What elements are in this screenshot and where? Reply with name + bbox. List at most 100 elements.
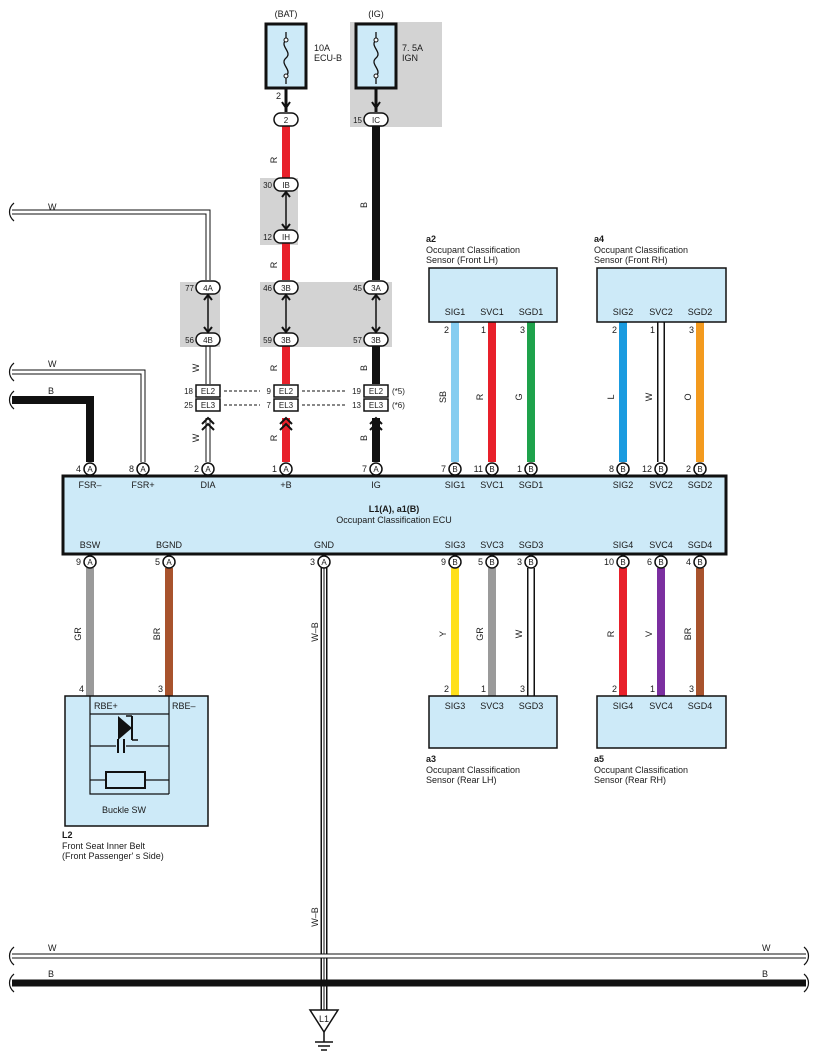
ecu-top-pin-9-conn: B — [658, 465, 663, 474]
svg-text:Sensor (Front RH): Sensor (Front RH) — [594, 255, 668, 265]
ecu-bottom-pin-8-num: 4 — [686, 557, 691, 567]
fsr-minus-black-wire — [12, 396, 94, 462]
svg-text:SIG1: SIG1 — [445, 307, 466, 317]
svg-text:Y: Y — [438, 631, 448, 637]
ecu-top-pin-5-conn: B — [452, 465, 457, 474]
ecu-top-pin-6-circle — [485, 462, 499, 476]
svg-text:SIG2: SIG2 — [613, 307, 634, 317]
svg-text:W: W — [191, 433, 201, 442]
ig-fuse-name: IGN — [402, 53, 418, 63]
ecu-top-pin-9-circle — [654, 462, 668, 476]
ecu-bottom-pin-6-label: SIG4 — [613, 540, 634, 550]
ecu-top-pin-0-label: FSR– — [78, 480, 101, 490]
svg-text:3B: 3B — [281, 336, 291, 345]
ecu-top-pin-2-num: 2 — [194, 464, 199, 474]
ecu-top-pin-2-label: DIA — [200, 480, 215, 490]
svg-text:1: 1 — [650, 325, 655, 335]
svg-text:Sensor (Rear RH): Sensor (Rear RH) — [594, 775, 666, 785]
svg-text:3B: 3B — [371, 336, 381, 345]
ecu-bottom-pin-4-circle — [485, 555, 499, 569]
svg-text:EL2: EL2 — [369, 387, 384, 396]
ecu-bottom-pin-6-num: 10 — [604, 557, 614, 567]
svg-text:2: 2 — [444, 684, 449, 694]
svg-text:EL3: EL3 — [201, 401, 216, 410]
ecu-top-pin-1-circle — [136, 462, 150, 476]
svg-text:15: 15 — [353, 116, 362, 125]
svg-text:SVC4: SVC4 — [649, 701, 673, 711]
svg-text:IH: IH — [282, 233, 290, 242]
svg-text:3: 3 — [158, 684, 163, 694]
svg-text:Sensor (Rear LH): Sensor (Rear LH) — [426, 775, 497, 785]
svg-text:Sensor (Front LH): Sensor (Front LH) — [426, 255, 498, 265]
svg-text:4B: 4B — [203, 336, 213, 345]
svg-text:BR: BR — [683, 627, 693, 640]
ecu-top-pin-1-conn: A — [140, 465, 146, 474]
svg-text:R: R — [606, 630, 616, 637]
svg-text:RBE+: RBE+ — [94, 701, 118, 711]
el-connector-ig: 19 13 EL2 EL3 (*5) (*6) — [352, 384, 405, 412]
ecu-bottom-pin-7-label: SVC4 — [649, 540, 673, 550]
ecu-bottom-pin-0-num: 9 — [76, 557, 81, 567]
svg-text:1: 1 — [650, 684, 655, 694]
svg-text:SGD1: SGD1 — [519, 307, 544, 317]
buckle-sw-label: Buckle SW — [102, 805, 147, 815]
svg-text:3B: 3B — [281, 284, 291, 293]
ecu-top-pin-4-label: IG — [371, 480, 381, 490]
svg-text:W: W — [762, 943, 771, 953]
svg-text:25: 25 — [184, 401, 193, 410]
svg-text:19: 19 — [352, 387, 361, 396]
junction-2: 2 — [273, 112, 299, 127]
svg-text:3A: 3A — [371, 284, 381, 293]
svg-text:B: B — [762, 969, 768, 979]
svg-text:13: 13 — [352, 401, 361, 410]
svg-text:W–B: W–B — [310, 907, 320, 927]
ecu-top-pin-6-num: 11 — [474, 464, 483, 474]
ecu-top-pin-10-num: 2 — [686, 464, 691, 474]
ground-symbol: L1 — [308, 1009, 340, 1051]
ecu-top-pin-4-num: 7 — [362, 464, 367, 474]
bat-pin: 2 — [276, 91, 281, 101]
el-connector-dia: 18 25 EL2 EL3 — [184, 384, 221, 412]
ecu-top-pin-5-circle — [448, 462, 462, 476]
ecu-bottom-pin-0-label: BSW — [80, 540, 101, 550]
ecu-bottom-pin-1-label: BGND — [156, 540, 183, 550]
svg-text:4: 4 — [79, 684, 84, 694]
ecu-bottom-pin-6-circle — [616, 555, 630, 569]
ecu-bottom-pin-1-conn: A — [166, 558, 172, 567]
svg-text:7: 7 — [267, 401, 272, 410]
ecu-top-pin-1-label: FSR+ — [131, 480, 154, 490]
svg-text:12: 12 — [263, 233, 272, 242]
svg-text:(Front Passenger' s Side): (Front Passenger' s Side) — [62, 851, 164, 861]
ecu-top-pin-8-conn: B — [620, 465, 625, 474]
fsr-plus-white-wire — [12, 370, 145, 462]
svg-text:RBE–: RBE– — [172, 701, 196, 711]
svg-text:W: W — [644, 392, 654, 401]
svg-text:SIG3: SIG3 — [445, 701, 466, 711]
svg-text:SVC3: SVC3 — [480, 701, 504, 711]
svg-text:L1: L1 — [319, 1014, 329, 1024]
ecu-bottom-pin-7-circle — [654, 555, 668, 569]
svg-text:SIG4: SIG4 — [613, 701, 634, 711]
ecu-top-pin-6-label: SVC1 — [480, 480, 504, 490]
svg-text:3: 3 — [520, 684, 525, 694]
svg-text:W: W — [48, 202, 57, 212]
svg-text:57: 57 — [353, 336, 362, 345]
buckle-switch: 4 3 RBE+ RBE– Buckle SW L2 Front Seat In… — [62, 684, 209, 861]
svg-text:R: R — [475, 393, 485, 400]
svg-text:2: 2 — [612, 325, 617, 335]
ecu-top-pin-3-label: +B — [280, 480, 291, 490]
svg-text:46: 46 — [263, 284, 272, 293]
ecu-bottom-pin-3-conn: B — [452, 558, 457, 567]
svg-text:V: V — [644, 631, 654, 637]
svg-text:SGD2: SGD2 — [688, 307, 713, 317]
ecu-top-pin-8-circle — [616, 462, 630, 476]
ecu-top-pin-9-label: SVC2 — [649, 480, 673, 490]
svg-text:Occupant Classification: Occupant Classification — [594, 245, 688, 255]
ecu-bottom-pin-4-num: 5 — [478, 557, 483, 567]
ecu-top-pin-4-conn: A — [373, 465, 379, 474]
svg-text:R: R — [269, 261, 279, 268]
ecu-bottom-pin-6-conn: B — [620, 558, 625, 567]
svg-text:W: W — [191, 363, 201, 372]
svg-text:B: B — [359, 435, 369, 441]
bat-fuse: (BAT) 10A ECU-B 2 — [264, 9, 342, 101]
